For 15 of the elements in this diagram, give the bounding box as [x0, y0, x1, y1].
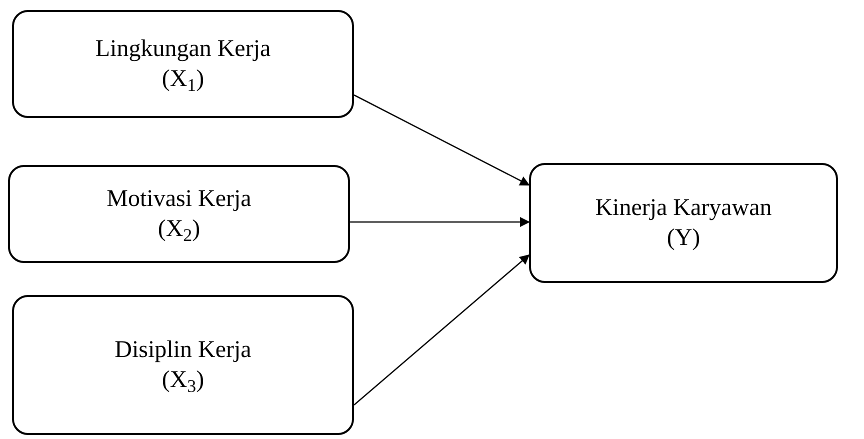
arrow	[354, 94, 530, 186]
variable-name: Disiplin Kerja	[114, 336, 252, 365]
variable-name: Kinerja Karyawan	[595, 194, 772, 223]
variable-symbol: (X$_{1}$)	[162, 65, 204, 94]
variable-symbol: (X$_{2}$)	[158, 215, 200, 244]
arrow	[354, 254, 530, 406]
variable-name: Motivasi Kerja	[106, 185, 252, 214]
variable-name: Lingkungan Kerja	[95, 35, 271, 64]
variable-box	[8, 165, 350, 263]
variable-box	[12, 295, 354, 435]
variable-box	[529, 163, 838, 283]
arrow	[350, 217, 530, 227]
variable-box	[12, 10, 354, 118]
variable-symbol: (X$_{3}$)	[162, 366, 204, 395]
variable-symbol: (Y)	[666, 224, 700, 253]
